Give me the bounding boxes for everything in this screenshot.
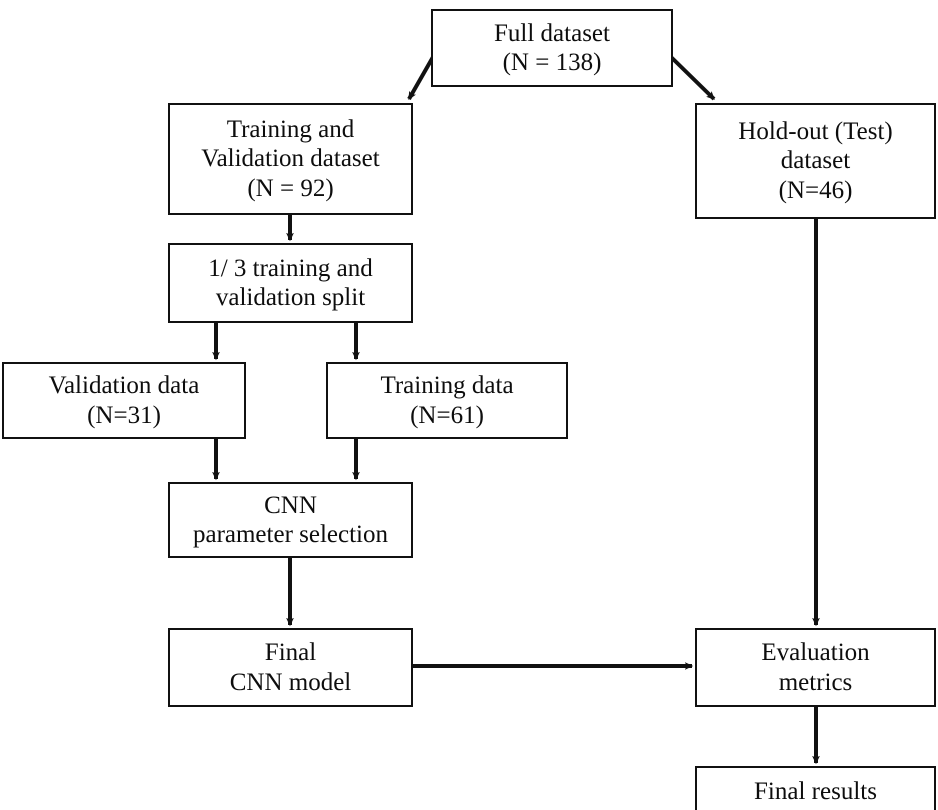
edge-full-to-holdout [669, 55, 716, 101]
node-training-data[interactable]: Training data (N=61) [326, 362, 568, 439]
node-training-validation-dataset[interactable]: Training and Validation dataset (N = 92) [168, 103, 413, 215]
node-training-validation-dataset-line-2: Validation dataset [201, 145, 380, 173]
node-final-cnn-model[interactable]: Final CNN model [168, 628, 413, 707]
node-training-validation-dataset-line-3: (N = 92) [247, 174, 334, 202]
node-training-data-line-1: Training data [380, 372, 514, 399]
node-holdout-test-dataset-line-1: Hold-out (Test) [738, 117, 893, 145]
node-final-results[interactable]: Final results [695, 766, 936, 810]
node-holdout-test-dataset-line-3: (N=46) [778, 176, 853, 204]
node-cnn-parameter-selection[interactable]: CNN parameter selection [168, 482, 413, 558]
node-validation-data[interactable]: Validation data (N=31) [2, 362, 246, 439]
node-evaluation-metrics[interactable]: Evaluation metrics [695, 628, 936, 707]
node-cnn-parameter-selection-line-2: parameter selection [192, 521, 389, 548]
node-full-dataset[interactable]: Full dataset (N = 138) [431, 9, 673, 87]
node-split[interactable]: 1/ 3 training and validation split [168, 243, 413, 323]
node-final-results-line-1: Final results [754, 778, 877, 806]
node-final-cnn-model-line-1: Final [264, 639, 317, 666]
node-evaluation-metrics-line-1: Evaluation [761, 639, 870, 666]
node-full-dataset-line-1: Full dataset [494, 19, 610, 47]
node-split-line-2: validation split [215, 284, 366, 311]
node-training-data-line-2: (N=61) [410, 401, 484, 429]
node-holdout-test-dataset-line-2: dataset [780, 147, 851, 175]
node-training-validation-dataset-line-1: Training and [226, 115, 355, 143]
node-final-cnn-model-line-2: CNN model [229, 668, 352, 696]
node-evaluation-metrics-line-2: metrics [778, 668, 853, 696]
node-holdout-test-dataset[interactable]: Hold-out (Test) dataset (N=46) [695, 103, 936, 219]
edge-full-to-trainval [407, 56, 435, 101]
node-full-dataset-line-2: (N = 138) [502, 49, 602, 76]
node-cnn-parameter-selection-line-1: CNN [264, 491, 317, 519]
node-validation-data-line-1: Validation data [48, 372, 200, 399]
node-split-line-1: 1/ 3 training and [208, 254, 373, 282]
node-validation-data-line-2: (N=31) [87, 401, 161, 429]
